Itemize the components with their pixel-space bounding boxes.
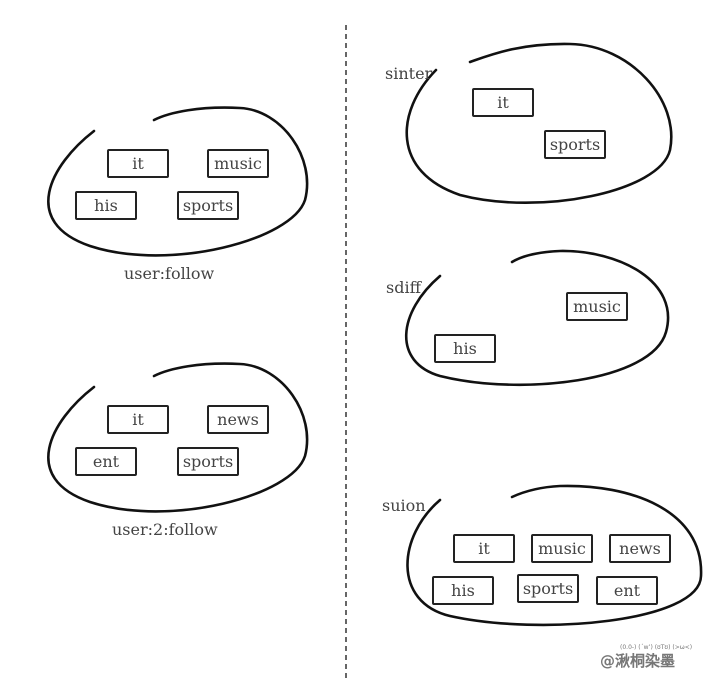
set-blob-sinter [405,42,673,205]
set-item: news [207,405,269,434]
watermark-name: @湫桐染墨 [600,652,676,670]
watermark-emoticons: (0.0-) (´w’) (ʊTʊ) (>ω<) [620,644,693,651]
set-item: news [609,534,671,563]
set-item: sports [544,130,606,159]
set-item: music [207,149,269,178]
set-blob-user-2-follow [47,362,309,513]
set-blob-sdiff [404,249,670,387]
set-item: sports [517,574,579,603]
set-label: sinter [385,64,433,83]
set-item: music [531,534,593,563]
set-item: sports [177,447,239,476]
set-item: music [566,292,628,321]
set-item: ent [75,447,137,476]
set-item: it [453,534,515,563]
set-item: his [432,576,494,605]
set-blob-user-follow [47,106,309,257]
set-item: sports [177,191,239,220]
set-label: sdiff [386,278,421,297]
set-item: ent [596,576,658,605]
set-blob-suion [406,484,703,627]
set-item: it [107,405,169,434]
set-label: suion [382,496,426,515]
watermark: (0.0-) (´w’) (ʊTʊ) (>ω<) @湫桐染墨 [600,644,692,671]
set-item: it [472,88,534,117]
set-item: his [434,334,496,363]
set-label: user:follow [124,264,215,283]
set-label: user:2:follow [112,520,218,539]
set-item: his [75,191,137,220]
set-item: it [107,149,169,178]
